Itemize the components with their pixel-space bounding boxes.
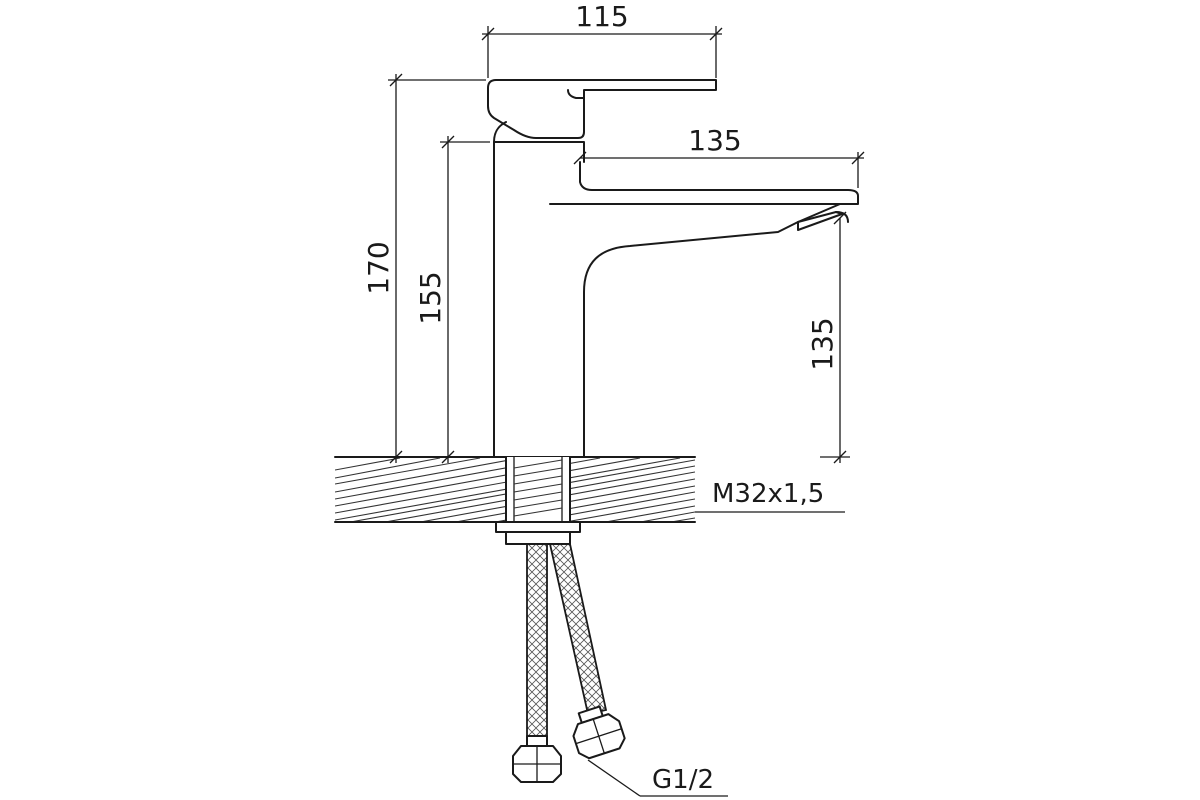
hose-nut-left: [512, 735, 562, 783]
thread-label: M32x1,5: [712, 479, 824, 509]
hose-connection-label: G1/2: [652, 765, 714, 795]
hose-connection-callout: G1/2: [587, 759, 728, 797]
dimension-total-height: 170: [362, 73, 486, 464]
lever-handle: [487, 79, 717, 139]
countertop: [334, 456, 845, 545]
dimension-body-height: 155: [414, 135, 490, 464]
hose-nut-right: [572, 705, 626, 760]
flexible-hoses: [512, 543, 626, 783]
dim-label-115: 115: [575, 0, 628, 33]
dimension-handle-length: 115: [481, 0, 723, 78]
dim-label-170: 170: [362, 241, 395, 294]
dimension-spout-length: 135: [573, 124, 865, 188]
dim-label-135-spout: 135: [688, 124, 741, 157]
spout: [579, 161, 859, 223]
dim-label-155: 155: [414, 271, 447, 324]
faucet-body: [493, 121, 859, 458]
dim-label-135-clearance: 135: [806, 317, 839, 370]
aerator: [797, 211, 843, 231]
dimension-spout-clearance: 135: [806, 211, 850, 464]
mounting-nut: [495, 521, 581, 545]
threaded-stud: [505, 456, 571, 523]
